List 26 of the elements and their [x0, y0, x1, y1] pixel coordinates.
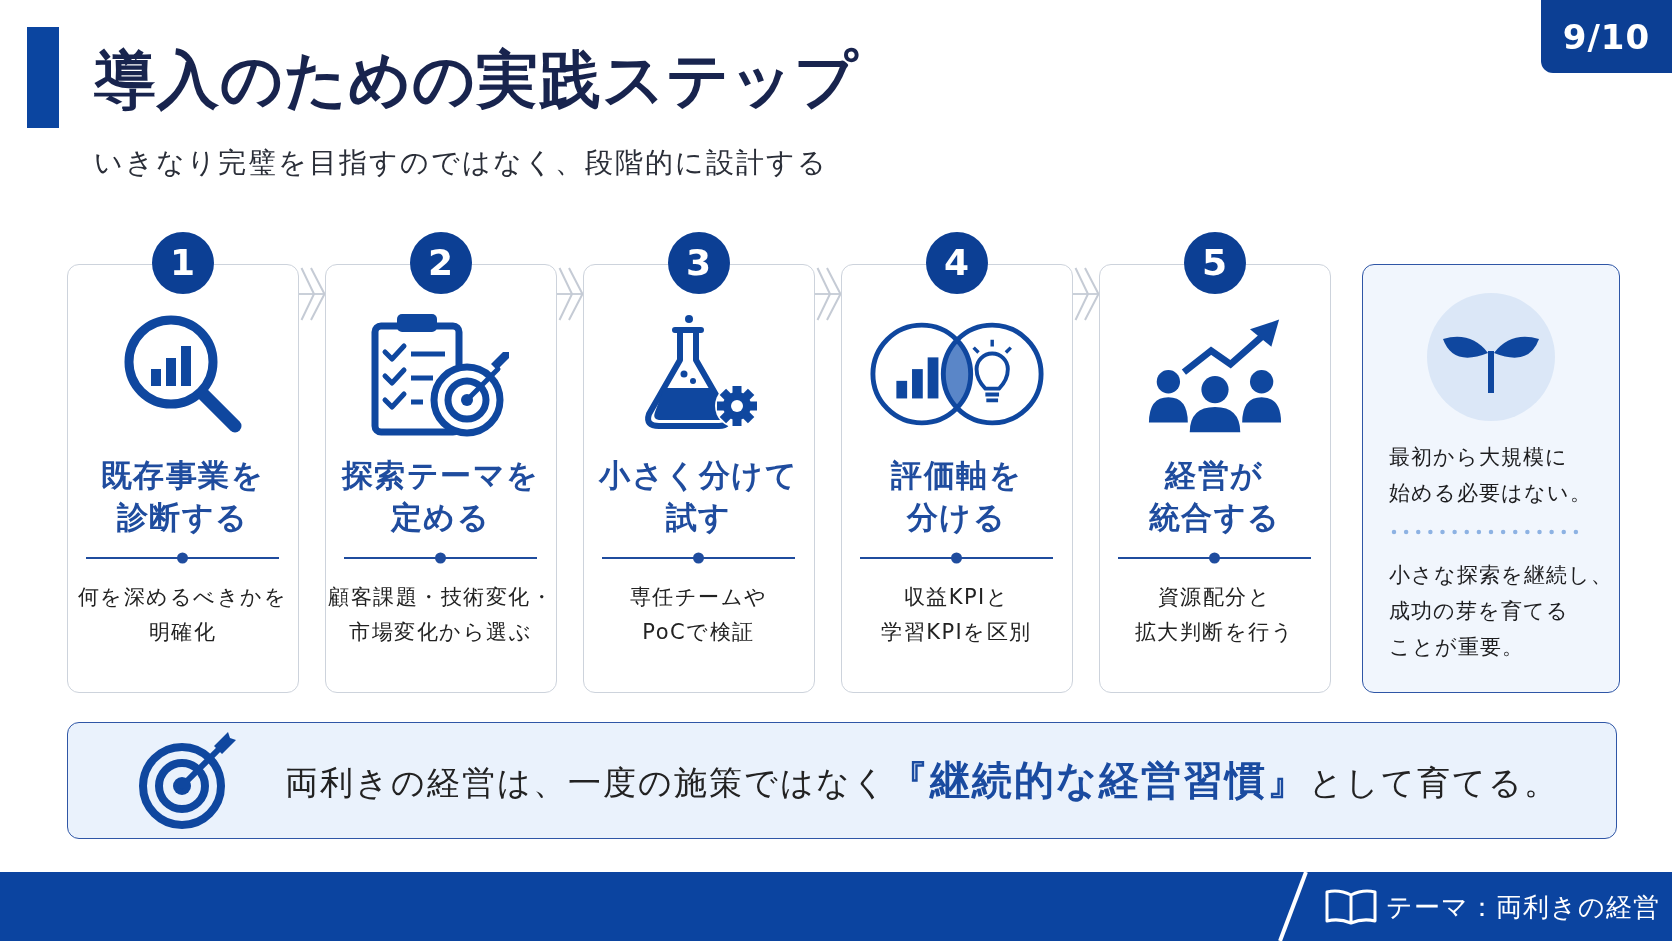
footer-theme-text: テーマ：両利きの経営 — [1386, 890, 1660, 924]
note-text: 最初から大規模に始める必要はない。 — [1389, 444, 1592, 507]
step-number-badge: 5 — [1183, 232, 1246, 294]
step-title: 評価軸を分ける — [889, 456, 1023, 537]
page-number: 9/10 — [1562, 16, 1651, 57]
step-description: 資源配分と拡大判断を行う — [1133, 584, 1296, 646]
step-description: 何を深めるべきかを明確化 — [76, 584, 289, 646]
step-number-badge: 4 — [925, 232, 988, 294]
message-banner — [67, 722, 1617, 839]
note-card — [1362, 264, 1620, 693]
note-text: 小さな探索を継続し、成功の芽を育てることが重要。 — [1389, 562, 1613, 661]
footer-bar — [0, 872, 1672, 941]
subtitle: いきなり完璧を目指すのではなく、段階的に設計する — [94, 145, 828, 181]
step-description: 専任チームやPoCで検証 — [628, 584, 769, 646]
step-description: 収益KPIと学習KPIを区別 — [880, 584, 1033, 646]
step-number-badge: 1 — [151, 232, 214, 294]
step-description: 顧客課題・技術変化・市場変化から選ぶ — [327, 584, 554, 646]
step-number-badge: 2 — [409, 232, 472, 294]
slide-title: 導入のための実践ステップ — [94, 42, 858, 118]
step-number-badge: 3 — [667, 232, 730, 294]
step-title: 経営が統合する — [1147, 456, 1282, 537]
page-number-tab — [1541, 0, 1672, 73]
step-title: 小さく分けて試す — [597, 456, 799, 537]
banner-message: 両利きの経営は、一度の施策ではなく『継続的な経営習慣』として育てる。 — [285, 756, 1559, 805]
step-title: 探索テーマを定める — [340, 456, 541, 537]
step-title: 既存事業を診断する — [99, 456, 266, 537]
